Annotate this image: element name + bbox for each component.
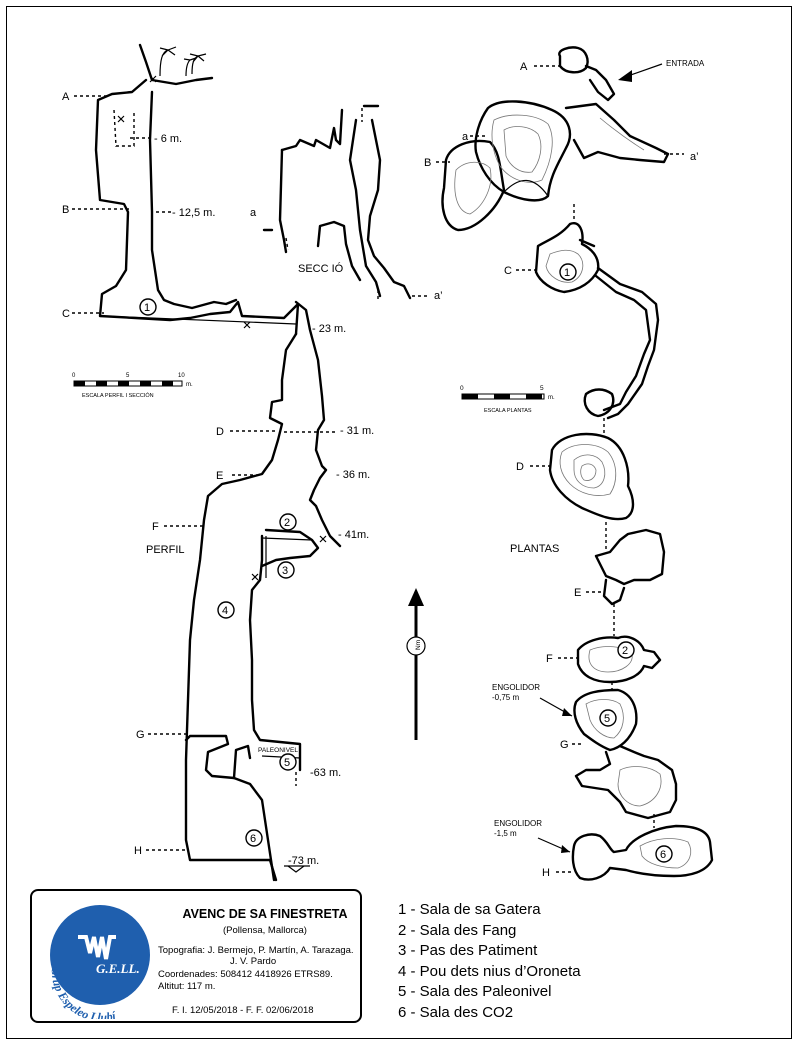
paleonivel-label: PALEONIVEL	[258, 747, 298, 754]
room-num-2-plan: 2	[622, 645, 628, 657]
credits-topografia-2: J. V. Pardo	[230, 956, 277, 967]
room-circle-6-plan	[655, 845, 673, 863]
plantas-scale-bar	[461, 393, 545, 400]
plantas-scale-tick-0: 0	[460, 385, 464, 392]
room-circle-1-perfil	[139, 298, 157, 316]
seccio-label: SECC IÓ	[298, 262, 344, 275]
room-circle-2-perfil	[279, 513, 297, 531]
perfil-scale-unit: m.	[186, 382, 193, 388]
perfil-scale-tick-5: 5	[126, 373, 130, 379]
plantas-section-c: C	[504, 265, 512, 277]
room-circle-5-plan	[599, 709, 617, 727]
plantas-plan	[441, 46, 714, 881]
depth-73: -73 m.	[288, 855, 319, 867]
depth-23: - 23 m.	[312, 323, 346, 335]
seccio-section	[262, 104, 430, 300]
room-num-3-perfil: 3	[282, 565, 288, 577]
plantas-section-marks	[436, 65, 684, 873]
credits-dates: F. I. 12/05/2018 - F. F. 02/06/2018	[172, 1005, 314, 1016]
plantas-section-a: A	[520, 61, 528, 73]
credits-altitut: Altitut: 117 m.	[158, 981, 216, 992]
plantas-label: PLANTAS	[510, 543, 559, 555]
room-num-6-plan: 6	[660, 849, 666, 861]
seccio-a: a	[250, 207, 257, 219]
perfil-section-c: C	[62, 308, 70, 320]
room-num-2-perfil: 2	[284, 517, 290, 529]
perfil-scale-bar	[73, 380, 183, 387]
room-circle-2-plan	[617, 641, 635, 659]
room-circle-5-perfil	[279, 753, 297, 771]
plantas-section-f: F	[546, 653, 553, 665]
room-num-4-perfil: 4	[222, 605, 228, 617]
plantas-a-prime: a’	[690, 151, 699, 163]
seccio-a-prime: a’	[434, 290, 443, 302]
credits-topografia-1: Topografia: J. Bermejo, P. Martín, A. Ta…	[158, 945, 354, 956]
plantas-section-b: B	[424, 157, 431, 169]
perfil-scale-tick-10: 10	[178, 373, 185, 379]
depth-36: - 36 m.	[336, 469, 370, 481]
plantas-a: a	[462, 131, 469, 143]
engolidor-1-label: ENGOLIDOR	[492, 683, 540, 692]
room-num-5-perfil: 5	[284, 757, 290, 769]
engolidor-2-label: ENGOLIDOR	[494, 819, 542, 828]
north-arrow-icon	[406, 588, 426, 740]
perfil-section-h: H	[134, 845, 142, 857]
room-circle-6-perfil	[245, 829, 263, 847]
depth-6: - 6 m.	[154, 133, 182, 145]
plantas-section-g: G	[560, 739, 569, 751]
depth-41: - 41m.	[338, 529, 369, 541]
plantas-scale-unit: m.	[548, 395, 555, 401]
perfil-section-e: E	[216, 470, 223, 482]
depth-12-5: - 12,5 m.	[172, 207, 215, 219]
perfil-section-b: B	[62, 204, 69, 216]
depth-63: -63 m.	[310, 767, 341, 779]
room-num-6-perfil: 6	[250, 833, 256, 845]
perfil-label: PERFIL	[146, 544, 185, 556]
room-markers	[139, 263, 673, 863]
entrada-label: ENTRADA	[666, 59, 705, 68]
logo-initials: G.E.LL.	[96, 961, 140, 976]
plantas-section-h: H	[542, 867, 550, 879]
room-num-1-plan: 1	[564, 267, 570, 279]
credits-coordenades: Coordenades: 508412 4418926 ETRS89.	[158, 969, 333, 980]
legend-item-2: 2 - Sala des Fang	[398, 921, 517, 939]
perfil-profile	[94, 43, 342, 882]
plantas-scale-tick-5: 5	[540, 385, 544, 392]
perfil-scale-tick-0: 0	[72, 373, 76, 379]
legend-item-4: 4 - Pou dets nius d’Oroneta	[398, 962, 581, 980]
room-num-1-perfil: 1	[144, 302, 150, 314]
room-circle-1-plan	[559, 263, 577, 281]
gell-logo: G.E.LL. Grup Espeleo Llubí	[49, 905, 150, 1019]
perfil-section-g: G	[136, 729, 145, 741]
room-num-5-plan: 5	[604, 713, 610, 725]
cave-location: (Pollensa, Mallorca)	[223, 925, 307, 936]
plantas-scale-label: ESCALA PLANTAS	[484, 408, 532, 414]
perfil-section-a: A	[62, 91, 70, 103]
perfil-section-f: F	[152, 521, 159, 533]
room-circle-3-perfil	[277, 561, 295, 579]
legend-item-5: 5 - Sala des Paleonivel	[398, 983, 552, 1000]
depth-31: - 31 m.	[340, 425, 374, 437]
room-legend: 1 - Sala de sa Gatera 2 - Sala des Fang …	[398, 900, 581, 1023]
perfil-section-d: D	[216, 426, 224, 438]
plantas-section-d: D	[516, 461, 524, 473]
cave-title: AVENC DE SA FINESTRETA	[182, 907, 348, 921]
legend-item-3: 3 - Pas des Patiment	[398, 942, 538, 959]
north-label: Nm	[415, 640, 422, 650]
legend-item-6: 6 - Sala des CO2	[398, 1003, 514, 1021]
page-frame	[6, 6, 792, 1039]
plantas-section-e: E	[574, 587, 581, 599]
legend-item-1: 1 - Sala de sa Gatera	[398, 901, 541, 918]
room-circle-4-perfil	[217, 601, 235, 619]
perfil-scale-label: ESCALA PERFIL I SECCIÓN	[82, 392, 154, 399]
title-block: G.E.LL. Grup Espeleo Llubí AVENC DE SA F…	[30, 889, 362, 1023]
engolidor-2-depth: -1,5 m	[494, 829, 517, 838]
perfil-section-marks	[72, 95, 338, 851]
engolidor-1-depth: -0,75 m	[492, 693, 519, 702]
